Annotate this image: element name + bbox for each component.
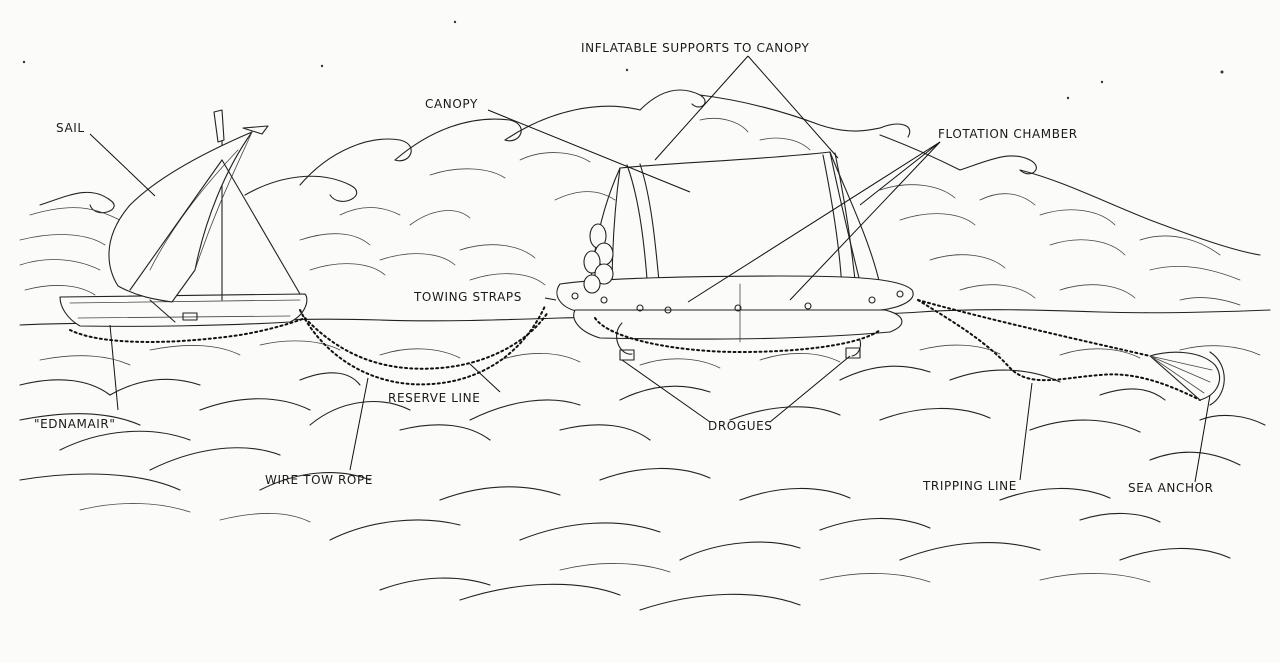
liferaft xyxy=(556,151,914,361)
label-sea-anchor: SEA ANCHOR xyxy=(1128,481,1214,495)
reserve-line-rope xyxy=(304,311,549,370)
foreground-waves xyxy=(19,340,1266,611)
label-drogues: DROGUES xyxy=(708,419,773,433)
label-wire-tow-rope: WIRE TOW ROPE xyxy=(265,473,373,487)
wire-tow-rope-line xyxy=(299,305,546,386)
dinghy-ednamair xyxy=(59,109,308,327)
drogue-left xyxy=(616,322,633,355)
ednamair-underwater-line xyxy=(69,317,306,343)
tripping-line-rope xyxy=(917,299,1201,401)
label-tripping-line: TRIPPING LINE xyxy=(922,479,1017,493)
background-waves xyxy=(19,89,1261,306)
paper-specks xyxy=(22,20,1224,100)
label-inflatable-supports: INFLATABLE SUPPORTS TO CANOPY xyxy=(581,41,809,55)
canopy-shape xyxy=(611,151,863,293)
label-flotation-chamber: FLOTATION CHAMBER xyxy=(938,127,1078,141)
label-sail: SAIL xyxy=(56,121,85,135)
raft-bottom-line xyxy=(594,317,881,354)
canopy-arch-right xyxy=(822,152,857,291)
label-reserve-line: RESERVE LINE xyxy=(388,391,480,405)
label-towing-straps: TOWING STRAPS xyxy=(413,290,522,304)
grab-line-points xyxy=(571,290,904,314)
drogue-right xyxy=(851,339,862,357)
flotation-chamber-lower xyxy=(573,309,903,340)
canopy-rope-bundle xyxy=(583,223,614,294)
labels: INFLATABLE SUPPORTS TO CANOPY CANOPY FLO… xyxy=(34,41,1214,495)
leader-lines xyxy=(89,55,1211,483)
sea-anchor-shroud xyxy=(917,299,1151,357)
masthead-vane xyxy=(213,109,225,143)
label-canopy: CANOPY xyxy=(425,97,478,111)
tow-lines xyxy=(69,299,1201,401)
label-ednamair: "EDNAMAIR" xyxy=(34,417,116,431)
